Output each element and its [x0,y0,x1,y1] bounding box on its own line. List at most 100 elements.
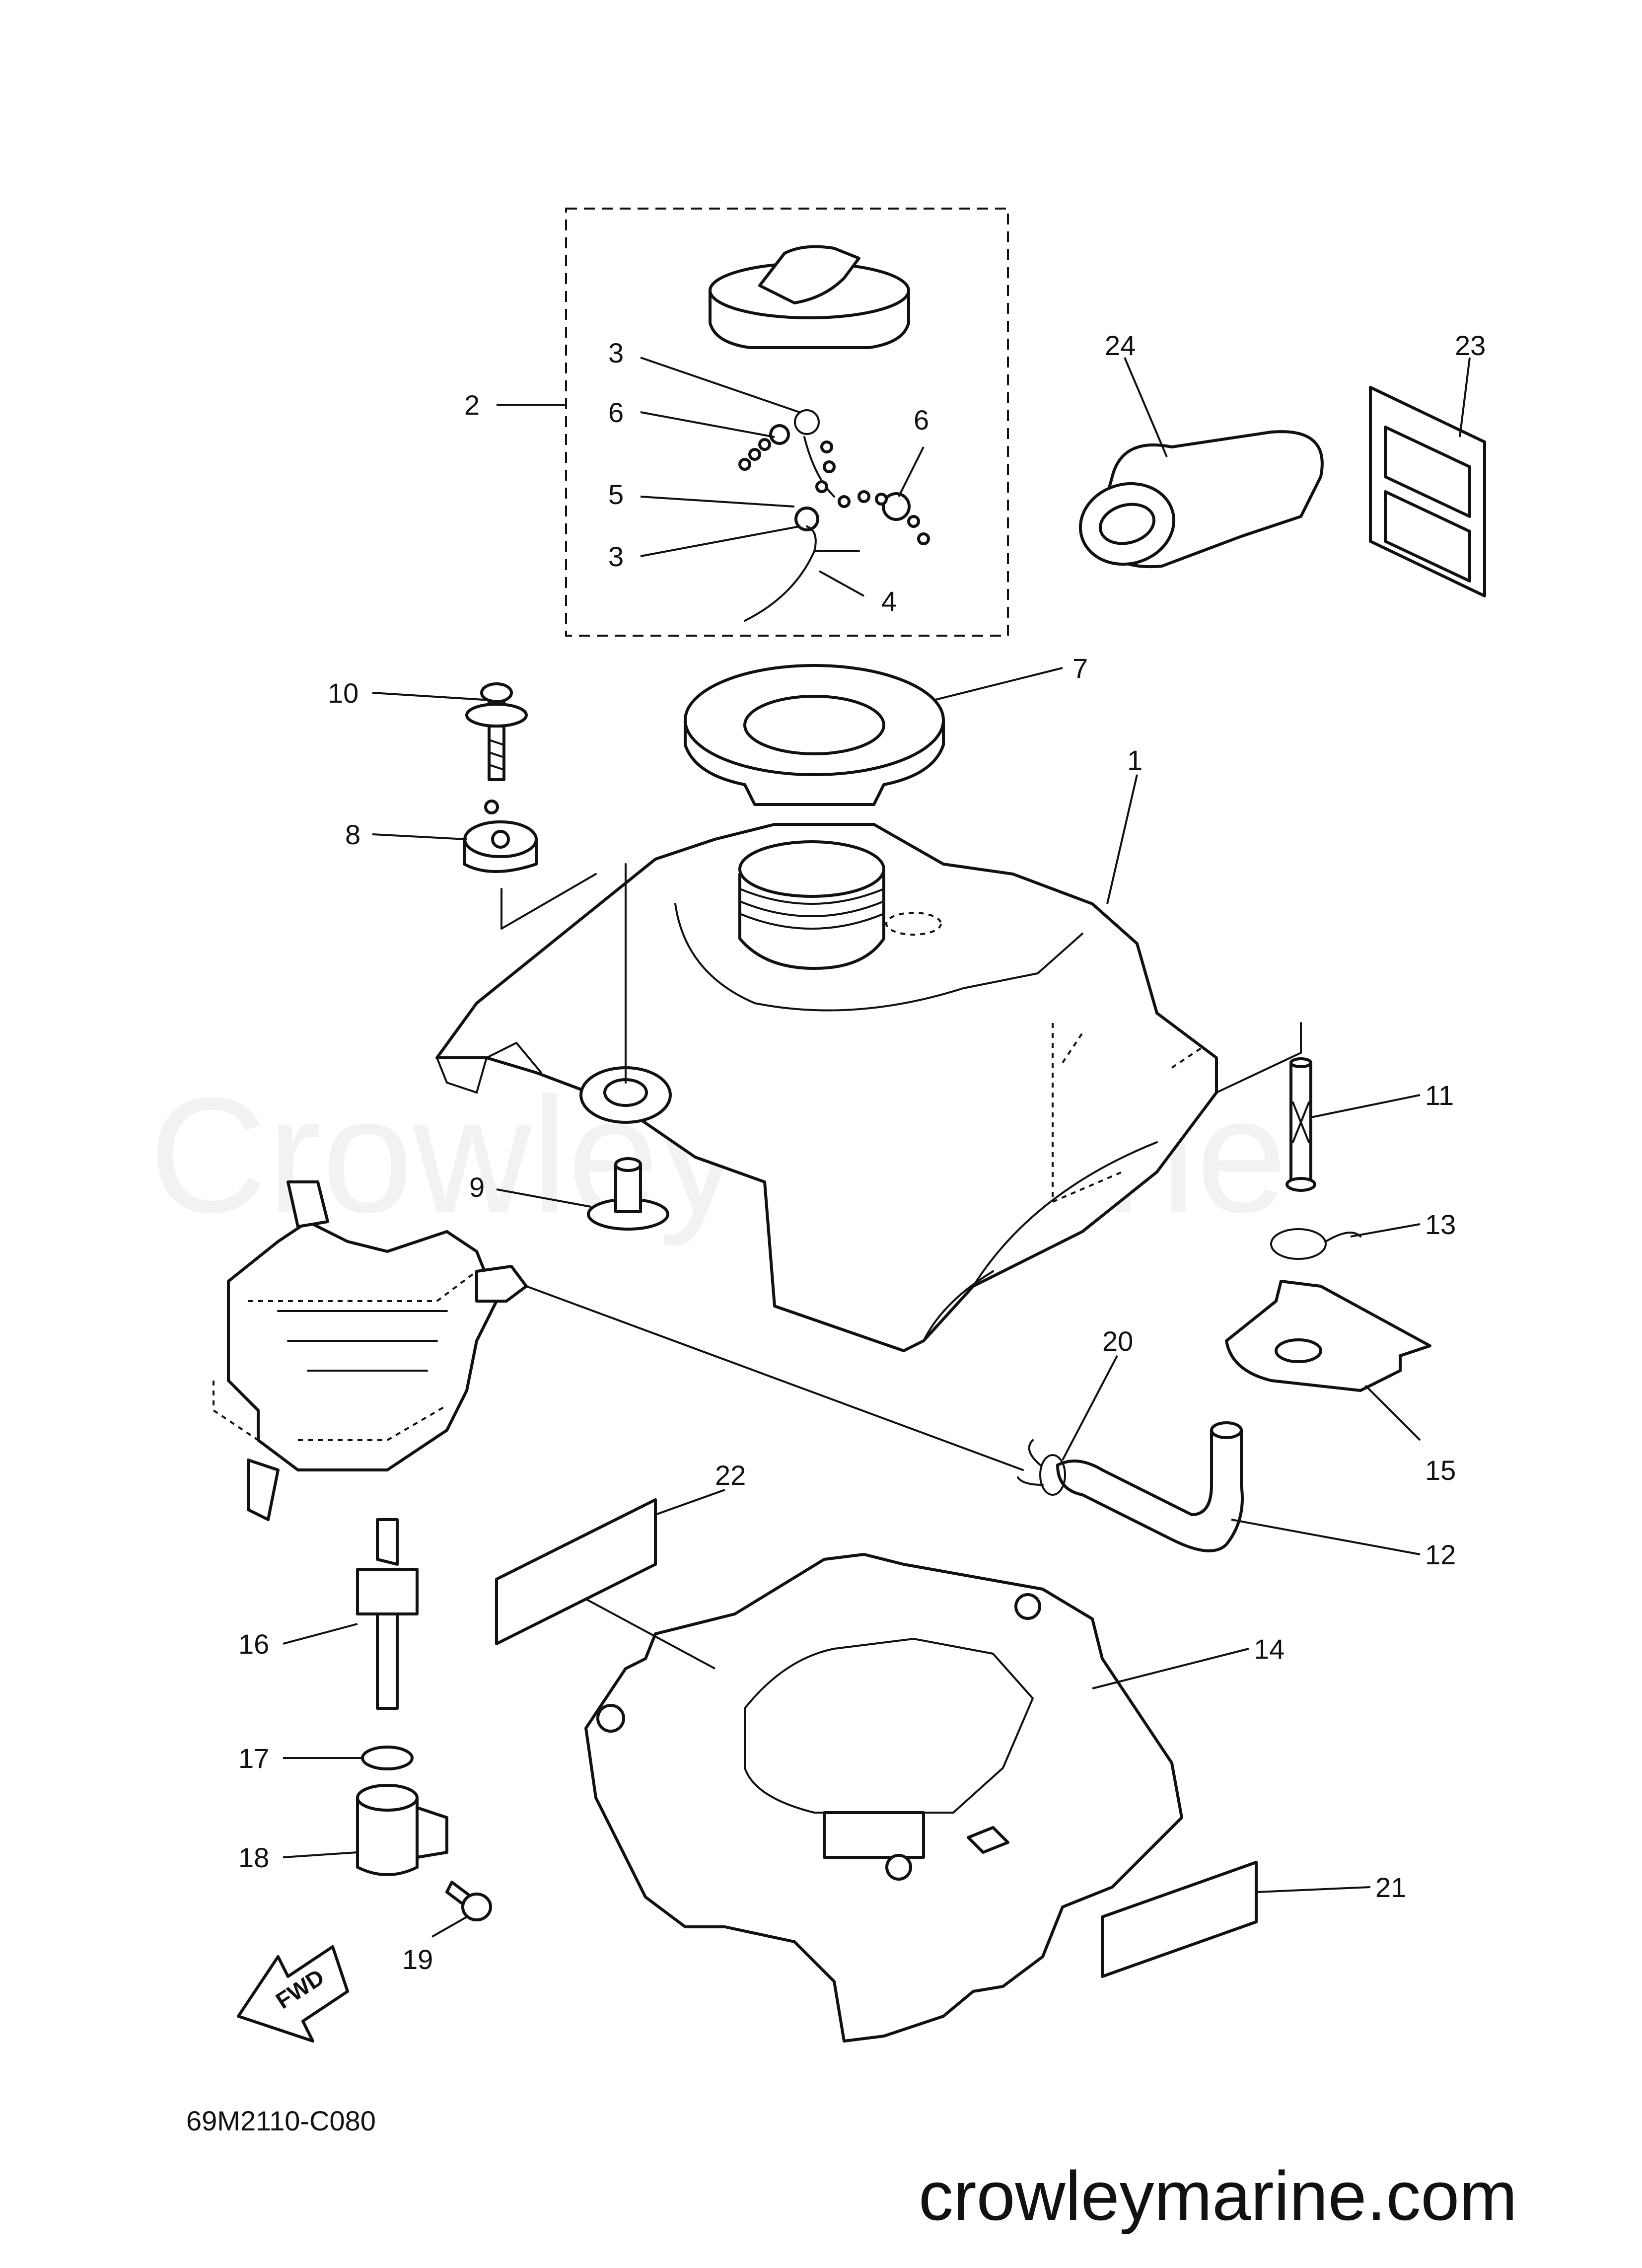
grommet-hole [491,830,510,849]
callout-19: 19 [402,1944,433,1975]
bolt-washer [465,703,528,728]
part-8-grommet[interactable] [463,800,538,873]
leader-1 [1106,774,1138,904]
part-23-decal[interactable] [1369,386,1486,597]
tank-internal-hidden [1052,1023,1203,1204]
callout-6-left: 6 [608,397,624,428]
bracket-hole [1275,1338,1322,1363]
grommet-pin [484,800,499,814]
callout-22: 22 [715,1460,746,1491]
callout-10: 10 [328,677,358,709]
tank-ridge [674,903,1083,1012]
case-notch [967,1826,1009,1854]
leader-22 [585,1489,725,1670]
leader-15 [1364,1385,1421,1441]
fuel-cap-knob [758,245,860,304]
carburetor-reference [213,1180,528,1521]
fwd-arrow-shape [237,1945,349,2043]
stopper-6-left [769,424,790,445]
site-name: crowleymarine.com [919,2157,1517,2235]
part-9-collar[interactable] [587,1157,669,1231]
case-body [584,1553,1183,2043]
stopper-6-right [882,492,911,521]
callout-17: 17 [238,1743,269,1774]
part-21-label[interactable] [1101,1861,1258,1978]
chain-link [803,436,835,498]
callout-3-upper: 3 [608,337,624,368]
part-1-fuel-tank[interactable] [435,823,1218,1352]
fuel-line-guide [525,1285,1024,1471]
part-2-fuel-cap-assembly[interactable] [565,208,1009,637]
leader-12 [1231,1519,1421,1555]
part-19-screw[interactable] [445,1881,492,1921]
leader-3a [640,357,800,413]
leader-19 [431,1916,467,1938]
callout-5: 5 [608,479,624,510]
tank-handle [436,1041,542,1094]
leader-21 [1256,1886,1371,1893]
bolt-thread [488,739,505,771]
filler-thread [739,888,885,930]
bead-chain [738,438,930,545]
callout-6-right: 6 [914,404,929,436]
rod-top [376,1518,399,1566]
leader-8 [372,833,467,840]
callout-18: 18 [238,1842,269,1873]
filler-neck [738,873,885,970]
part-7-cap-seal[interactable] [684,664,945,806]
carb-body [227,1220,498,1471]
part-11-filter[interactable] [1285,1057,1316,1192]
carb-drain [247,1459,280,1521]
carb-hidden-lines [213,1270,478,1441]
leader-6a [640,411,775,438]
joint-top [356,1784,419,1812]
part-24-grommet[interactable] [1071,430,1324,575]
callout-13: 13 [1425,1209,1456,1240]
joint-body [356,1796,419,1876]
part-12-fuel-hose[interactable] [1056,1421,1244,1552]
callout-labels: 1 2 3 3 4 5 6 6 7 8 9 10 11 12 13 14 15 … [238,330,1486,1975]
part-15-bracket[interactable] [1225,1280,1431,1392]
hose-clip-ring [1039,1454,1066,1496]
bolt-head [480,682,513,703]
case-hole-2 [596,1704,625,1733]
carb-lever [286,1180,329,1228]
hose-end [1210,1421,1243,1439]
callout-11: 11 [1425,1080,1454,1111]
ring-3-upper [794,409,820,435]
ring-3-lower [794,507,819,531]
fwd-arrow: FWD [237,1945,349,2043]
filler-neck-top [738,840,885,898]
leader-6b [898,446,925,497]
part-20-hose-clip[interactable] [1017,1439,1066,1496]
part-17-o-ring[interactable] [361,1746,414,1770]
callout-leaders [283,357,1471,1938]
leader-9 [496,1188,591,1208]
callout-7: 7 [1072,653,1088,684]
carb-detail [277,1310,448,1372]
leader-3b [640,525,800,557]
callout-2: 2 [464,389,480,421]
filter-mesh [1292,1101,1310,1143]
callout-8: 8 [345,819,360,850]
leader-13 [1350,1223,1421,1238]
case-hole-3 [885,1854,912,1881]
assembly-box [565,208,1009,637]
leader-10 [372,692,492,701]
clip-ring [1270,1228,1327,1260]
filter-top [1289,1057,1312,1068]
collar-top [614,1157,642,1172]
part-22-label[interactable] [495,1498,657,1645]
grommet-24-inner [1098,503,1156,545]
part-16-choke-rod[interactable] [356,1518,419,1710]
leader-5 [640,496,795,508]
rod-middle [356,1568,419,1615]
callout-4: 4 [881,585,897,617]
clip-tab [1325,1232,1361,1243]
part-18-joint[interactable] [356,1784,448,1876]
part-10-bolt[interactable] [465,682,528,781]
leader-24 [1124,357,1168,457]
leader-20 [1062,1355,1118,1461]
part-14-case[interactable] [584,1553,1183,2043]
